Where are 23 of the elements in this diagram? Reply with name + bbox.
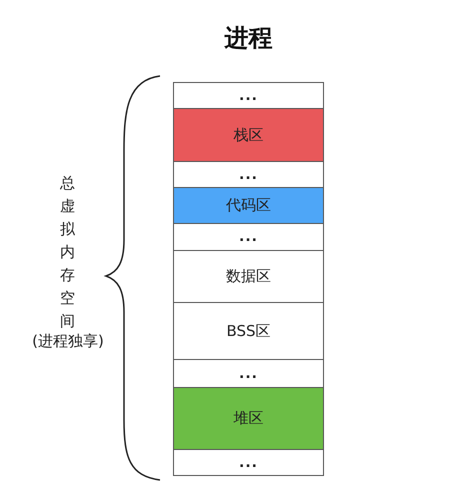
note-label: (进程独享) (31, 332, 105, 351)
memory-segment (173, 250, 324, 303)
segment-label: 堆区 (234, 409, 264, 428)
memory-segment (173, 387, 324, 450)
ellipsis-text: ... (239, 229, 258, 245)
memory-segment (173, 108, 324, 162)
ellipsis-text: ... (239, 366, 258, 382)
memory-segment (173, 82, 324, 109)
segment-label: 栈区 (234, 126, 264, 144)
memory-segment (173, 449, 324, 476)
ellipsis-text: ... (239, 166, 258, 182)
ellipsis-text: ... (239, 454, 258, 470)
memory-segment (173, 223, 324, 251)
memory-segment (173, 187, 324, 224)
segment-label: BSS区 (226, 322, 271, 340)
segment-label: 代码区 (226, 196, 271, 215)
memory-segment (173, 359, 324, 388)
diagram-title: 进程 (223, 23, 274, 54)
memory-segment (173, 302, 324, 360)
segment-label: 数据区 (226, 267, 271, 286)
memory-segment (173, 161, 324, 188)
vertical-label: 总虚拟内存空间 (60, 173, 75, 332)
ellipsis-text: ... (239, 88, 258, 104)
